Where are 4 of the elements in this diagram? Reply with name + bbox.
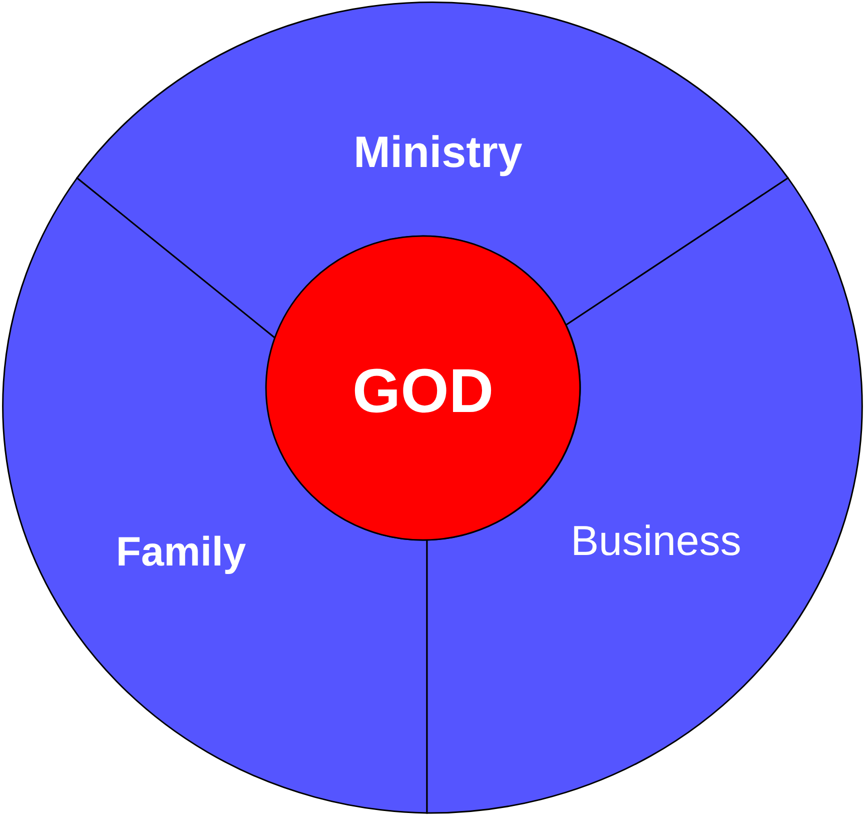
sector-label: Family [116, 529, 246, 575]
sector-label: Ministry [354, 128, 522, 178]
sector-label: Business [570, 518, 742, 564]
sector-label: GOD [352, 358, 494, 426]
